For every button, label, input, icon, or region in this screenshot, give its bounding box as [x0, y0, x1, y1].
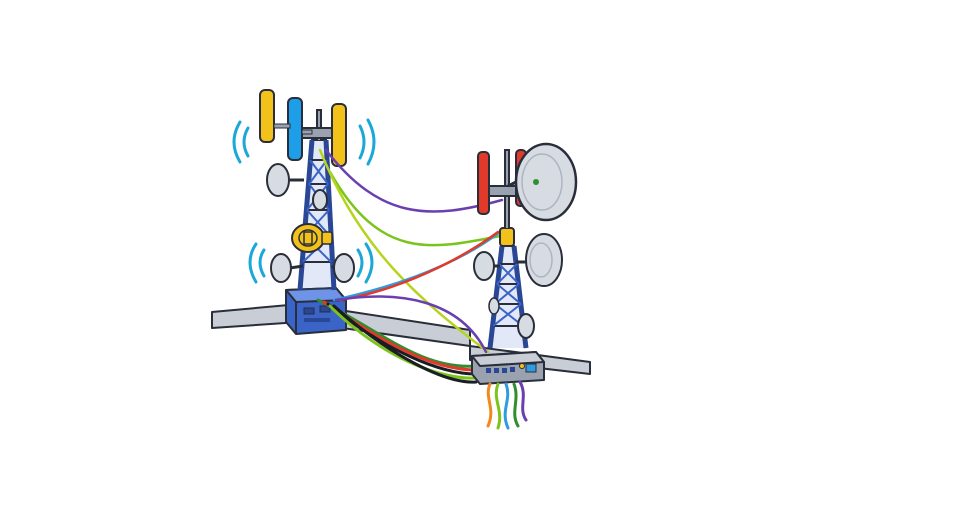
left-dish-mid	[312, 189, 328, 211]
junction-box-icon	[471, 351, 545, 385]
right-microwave-tower	[473, 142, 578, 349]
left-dish-upper	[266, 163, 304, 197]
right-dish-lower	[517, 313, 535, 339]
coin-icon	[291, 223, 333, 253]
antenna-yellow-right	[331, 103, 347, 167]
left-dish-lower-left	[270, 253, 304, 283]
antenna-yellow-left	[259, 89, 275, 143]
cable-red-upper	[338, 230, 500, 302]
right-tower-coupler	[499, 227, 515, 247]
left-tower-base	[285, 287, 347, 335]
cable-bundle	[316, 148, 504, 384]
left-dish-lower-right	[330, 253, 355, 283]
junction-drop-cables	[486, 380, 528, 430]
right-dish-lower-left	[488, 297, 500, 315]
left-panel-antennas	[259, 89, 347, 167]
cable-green	[328, 170, 502, 247]
left-tower-lattice	[297, 139, 337, 291]
cable-lime	[318, 148, 490, 354]
antenna-blue	[287, 97, 303, 161]
cable-black-2	[332, 304, 478, 384]
right-dish-mid-left	[473, 251, 500, 281]
antenna-red-left	[477, 151, 490, 215]
right-tower-lattice	[487, 245, 529, 349]
cable-purple-lower	[334, 295, 488, 354]
cable-purple	[324, 148, 504, 213]
right-dish-mid-right	[516, 233, 563, 287]
signal-wave-icon	[232, 118, 376, 284]
satellite-dish-icon	[507, 142, 578, 222]
